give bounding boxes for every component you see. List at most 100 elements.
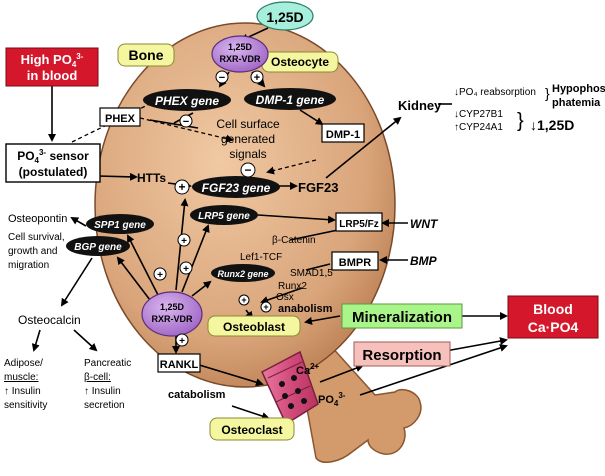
fgf23-gene-pill xyxy=(192,176,280,198)
kidney-label: Kidney xyxy=(398,98,442,113)
arrow-po4-out xyxy=(319,364,364,383)
arrow-dmp1-gene-down xyxy=(299,109,324,126)
svg-text:+: + xyxy=(254,72,260,84)
catabolism-label: catabolism xyxy=(168,389,226,401)
rankl-label: RANKL xyxy=(160,359,199,371)
arrow-lrp5fz-catenin xyxy=(289,229,339,241)
mineralization-box xyxy=(341,303,463,329)
sensor-box xyxy=(5,143,101,183)
arrow-osteocalcin-adipose xyxy=(31,329,41,352)
arrow-po4-blood xyxy=(359,344,508,396)
plus-sign-osx xyxy=(260,301,272,313)
runx2-gene-pill xyxy=(211,264,275,282)
arrow-mineralization-osteoblast xyxy=(304,315,341,325)
cyp24a1: ↑CYP24A1 xyxy=(454,122,503,133)
svg-text:−: − xyxy=(244,163,251,177)
anabolism-label: anabolism xyxy=(278,303,333,315)
rankl-box xyxy=(157,353,201,373)
adipose-line3: ↑ Insulin xyxy=(4,386,41,397)
vdr-low-oval xyxy=(141,291,203,337)
down-125d: ↓1,25D xyxy=(530,117,574,133)
vdr-top-oval xyxy=(211,35,269,73)
fgf23-gene-label: FGF23 gene xyxy=(202,181,271,195)
vdr-low-line1: 1,25D xyxy=(160,302,185,312)
svg-text:+: + xyxy=(263,302,268,312)
arrow-catabolism xyxy=(231,405,270,420)
bgp-gene-pill xyxy=(66,236,130,256)
cyp27b1: ↓CYP27B1 xyxy=(454,109,503,120)
ca-label: Ca2+ xyxy=(296,362,320,377)
arrow-fgf23-kidney xyxy=(325,116,402,179)
arrow-vdr-runx2 xyxy=(191,280,212,297)
osteopontin-label: Osteopontin xyxy=(8,213,67,225)
cell-survival-3: migration xyxy=(8,260,49,271)
plus-sign-htts xyxy=(174,179,190,195)
hypophos-line1: Hypophos- xyxy=(552,83,605,95)
blood-line1: Blood xyxy=(533,301,573,317)
high-po4-label-line2: in blood xyxy=(27,68,78,83)
minus-sign-phex-box xyxy=(179,114,193,128)
phex-label: PHEX xyxy=(105,113,136,125)
arrow-bmpr-smad xyxy=(305,263,331,271)
phex-gene-pill xyxy=(143,89,231,111)
dmp1-gene-pill xyxy=(244,88,336,110)
plus-sign-vdr-fgf xyxy=(177,233,191,247)
runx2-gene-label: Runx2 gene xyxy=(217,269,268,279)
bone-shaft xyxy=(299,343,422,464)
arrow-sensor-htts xyxy=(97,172,138,181)
sensor-line1: PO43- sensor xyxy=(17,148,89,165)
osteocyte-label: Osteocyte xyxy=(271,55,329,69)
minus-sign-phex xyxy=(215,70,229,84)
vdr-top-line1: 1,25D xyxy=(228,42,253,52)
fgf23-label: FGF23 xyxy=(298,180,338,195)
hypophos-line2: phatemia xyxy=(552,97,601,109)
svg-text:−: − xyxy=(183,116,189,128)
phex-box xyxy=(99,107,141,127)
arrow-vdr-spp1 xyxy=(127,234,159,296)
phex-gene-label: PHEX gene xyxy=(155,94,219,108)
bmp-label: BMP xyxy=(410,254,438,268)
lrp5fz-box xyxy=(335,212,383,232)
pancreatic-line3: ↑ Insulin xyxy=(84,386,121,397)
svg-text:−: − xyxy=(219,72,225,84)
adipose-line1: Adipose/ xyxy=(4,358,43,369)
bone-box xyxy=(117,43,175,67)
cell-surface-line3: signals xyxy=(229,147,266,161)
pancreatic-line4: secretion xyxy=(84,400,125,411)
adipose-line4: sensitivity xyxy=(4,400,47,411)
cell-survival-2: growth and xyxy=(8,246,57,257)
spp1-gene-pill xyxy=(86,214,154,234)
bmpr-box xyxy=(331,251,379,271)
arrow-lrp5gene-lrp5fz xyxy=(257,214,336,224)
plus-sign-vdr-mid xyxy=(179,261,193,275)
svg-text:+: + xyxy=(178,180,185,194)
arrow-runx2-osx xyxy=(260,287,303,304)
osteoblast-box xyxy=(207,315,301,337)
pancreatic-line1: Pancreatic xyxy=(84,358,131,369)
arrow-rankl-osteoclast xyxy=(195,363,264,387)
osteoclast-box xyxy=(209,417,295,441)
arrow-osteocalcin-pancreatic xyxy=(73,329,98,352)
runx2-label: Runx2 xyxy=(278,281,307,292)
dmp1-box xyxy=(321,123,365,143)
arrow-vdr-lrp5 xyxy=(181,224,210,293)
htts-label: HTTs xyxy=(137,171,166,185)
resorption-box xyxy=(353,341,451,367)
svg-text:+: + xyxy=(179,336,185,347)
adipose-line2: muscle: xyxy=(4,372,38,383)
bmpr-label: BMPR xyxy=(339,257,371,269)
osteoclast-label: Osteoclast xyxy=(221,423,282,437)
brace-2: } xyxy=(517,110,524,132)
arrow-spp1-osteopontin xyxy=(70,217,87,227)
cell-surface-line2: generated xyxy=(221,132,275,146)
bgp-gene-label: BGP gene xyxy=(74,242,122,253)
lrp5-gene-label: LRP5 gene xyxy=(198,211,250,222)
arrow-bgp-osteocalcin xyxy=(60,257,93,307)
phex-inhibit-line xyxy=(149,119,199,129)
wnt-label: WNT xyxy=(410,217,439,231)
dmp1-label: DMP-1 xyxy=(326,129,360,141)
svg-text:+: + xyxy=(241,295,246,305)
cell-survival-1: Cell survival, xyxy=(8,232,65,243)
mineralization-label: Mineralization xyxy=(352,309,452,326)
